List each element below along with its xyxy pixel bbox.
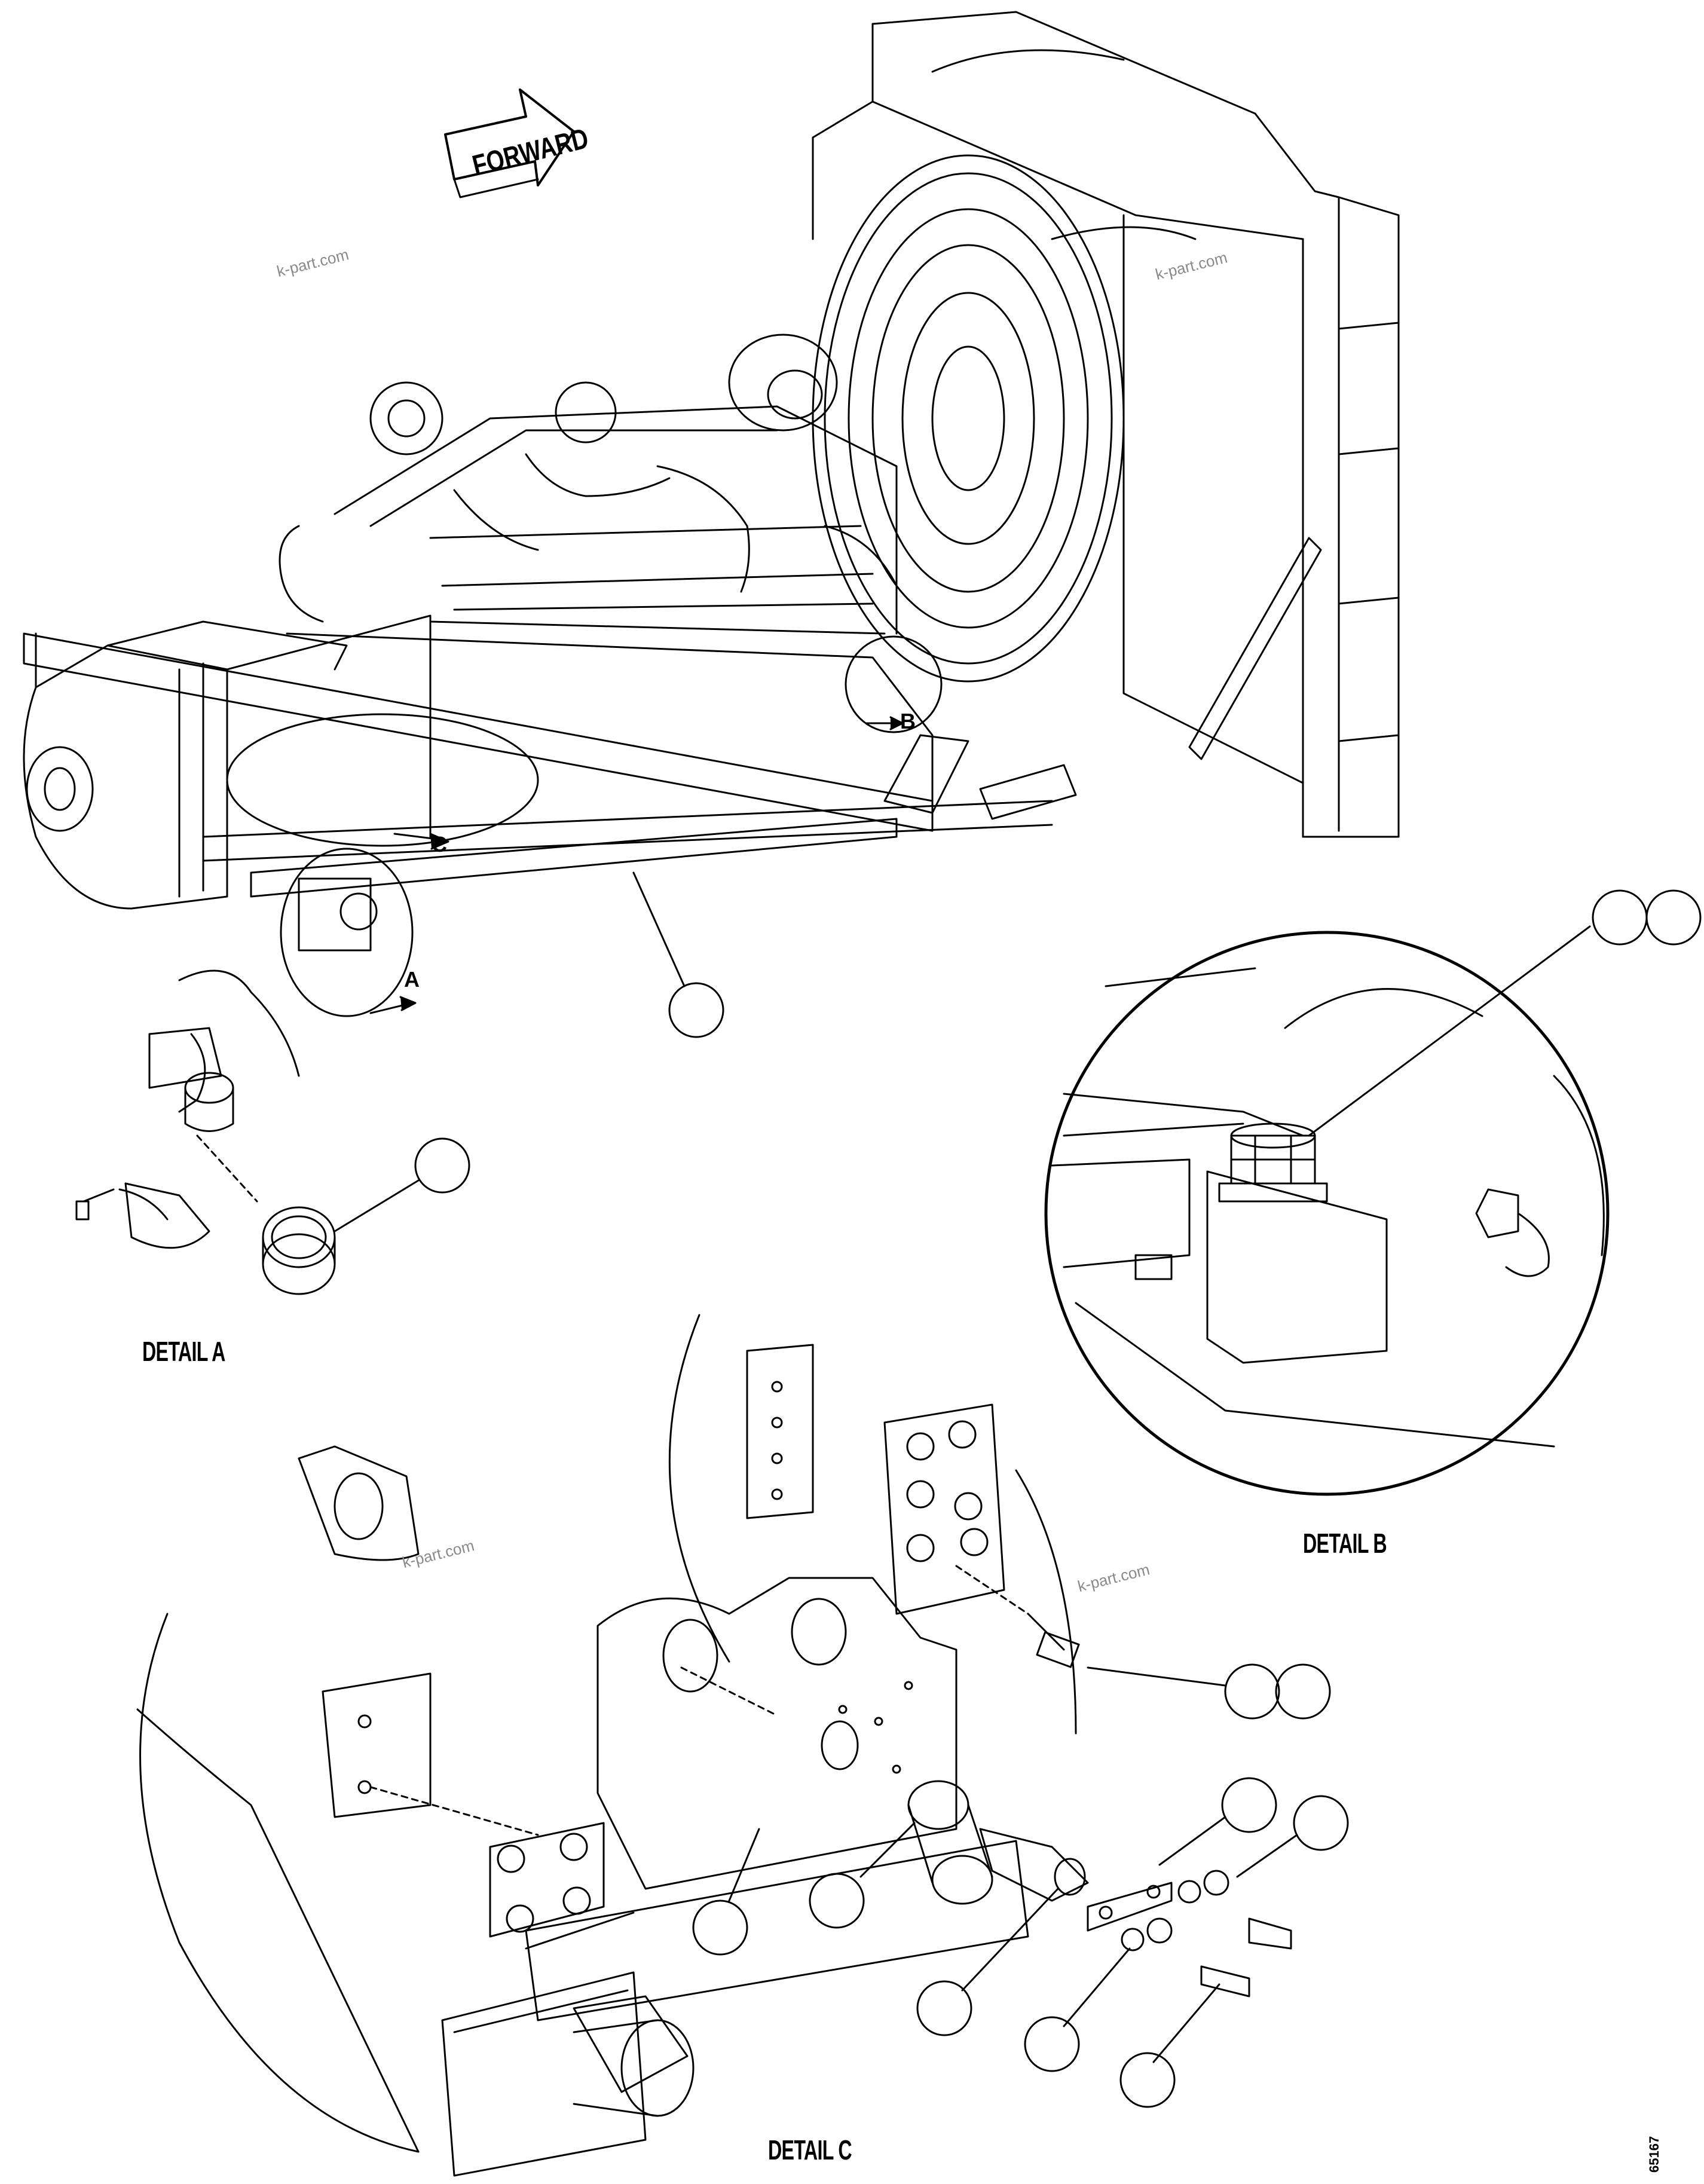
forward-arrow-icon	[444, 88, 575, 198]
leader-frame	[632, 871, 724, 1038]
detail-b-label: DETAIL B	[1303, 1528, 1387, 1559]
main-engine-assembly	[23, 11, 1400, 952]
view-letter-a: A	[404, 967, 420, 992]
detail-c-drawing	[136, 1314, 1349, 2177]
detail-b-drawing	[1044, 889, 1702, 1496]
figure-number: 65167	[1647, 2136, 1662, 2173]
view-letter-b: B	[900, 709, 916, 733]
detail-a-label: DETAIL A	[142, 1336, 225, 1367]
callout-a	[280, 848, 417, 1017]
view-letter-c: C	[432, 832, 447, 857]
detail-a-drawing	[75, 969, 470, 1295]
callout-c	[226, 713, 539, 850]
detail-c-label: DETAIL C	[768, 2134, 852, 2165]
callout-b	[845, 635, 943, 733]
